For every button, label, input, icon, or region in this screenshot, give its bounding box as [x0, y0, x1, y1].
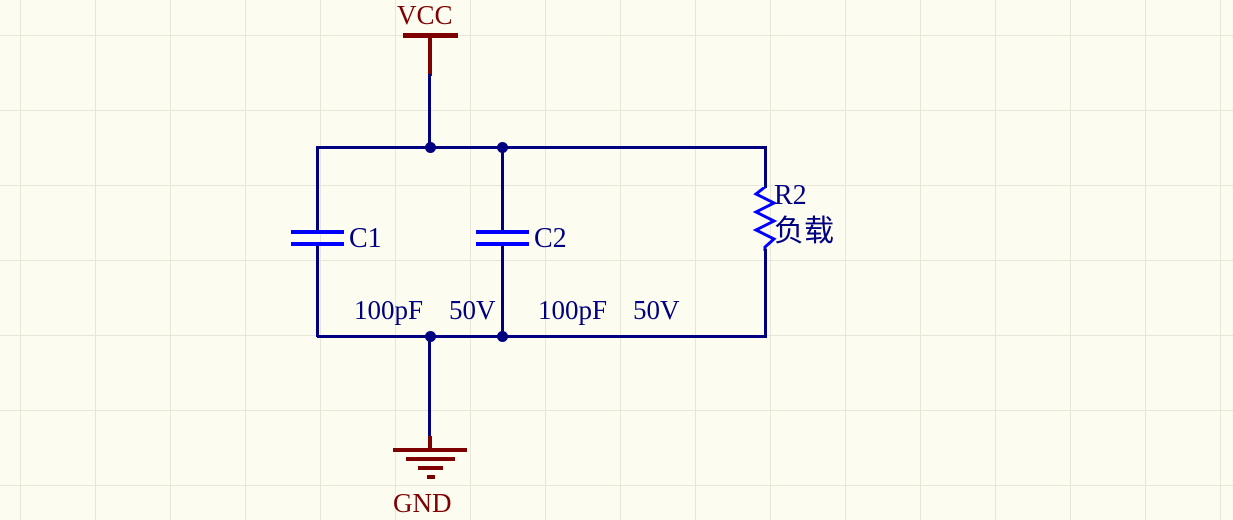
gnd-net-label[interactable]: GND — [393, 488, 452, 518]
r2-designator-label[interactable]: R2 — [774, 180, 807, 211]
wire-c1-top-lead[interactable] — [316, 146, 319, 231]
junction-dot-top-vcc[interactable] — [425, 142, 436, 153]
wire-c1-bottom-lead[interactable] — [316, 246, 319, 337]
c1-value-label[interactable]: 100pF — [354, 295, 424, 325]
capacitor-c1-plate-bottom-icon[interactable] — [291, 242, 344, 246]
c1-voltage-label[interactable]: 50V — [449, 295, 496, 325]
c1-designator-label[interactable]: C1 — [349, 223, 382, 254]
c2-parameters[interactable]: 100pF 50V — [538, 295, 680, 326]
c2-designator-label[interactable]: C2 — [534, 223, 567, 254]
wire-r2-bottom-lead[interactable] — [764, 249, 767, 337]
gnd-power-pin[interactable] — [428, 436, 432, 450]
wire-c2-bottom-lead[interactable] — [501, 246, 504, 337]
capacitor-c1-plate-top-icon[interactable] — [291, 230, 344, 234]
r2-comment-label[interactable]: 负载 — [774, 215, 834, 248]
gnd-bar-2-icon[interactable] — [406, 457, 455, 461]
c1-parameters[interactable]: 100pF 50V — [354, 295, 496, 326]
wire-gnd-vertical[interactable] — [428, 336, 431, 438]
gnd-bar-1-icon[interactable] — [393, 448, 467, 452]
resistor-r2-zigzag-icon[interactable] — [751, 187, 779, 251]
capacitor-c2-plate-top-icon[interactable] — [476, 230, 529, 234]
wire-c2-top-lead[interactable] — [501, 146, 504, 231]
vcc-net-label[interactable]: VCC — [397, 0, 453, 30]
vcc-power-pin[interactable] — [428, 36, 432, 76]
wire-r2-top-lead[interactable] — [764, 146, 767, 188]
wire-bottom-rail[interactable] — [317, 335, 767, 338]
wire-top-rail[interactable] — [317, 146, 767, 149]
gnd-bar-4-icon[interactable] — [427, 475, 435, 479]
capacitor-c2-plate-bottom-icon[interactable] — [476, 242, 529, 246]
gnd-bar-3-icon[interactable] — [418, 466, 443, 470]
vcc-power-bar-icon[interactable] — [403, 33, 458, 38]
c2-voltage-label[interactable]: 50V — [633, 295, 680, 325]
wire-vcc-vertical[interactable] — [428, 74, 431, 149]
c2-value-label[interactable]: 100pF — [538, 295, 608, 325]
